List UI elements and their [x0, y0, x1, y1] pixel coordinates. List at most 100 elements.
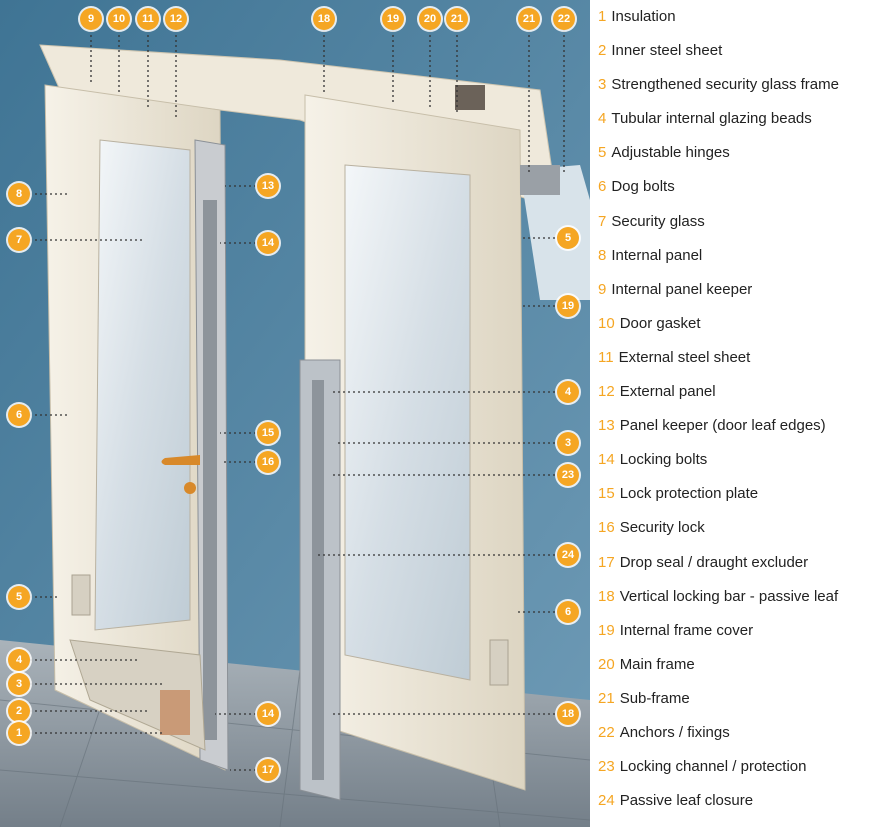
- callout-badge: 12: [165, 8, 187, 30]
- legend-number: 7: [598, 212, 607, 230]
- callout-badge: 19: [382, 8, 404, 30]
- callout-badge: 15: [257, 422, 279, 444]
- callout-badge: 18: [313, 8, 335, 30]
- legend-label: Sub-frame: [619, 689, 690, 707]
- legend-number: 1: [598, 8, 607, 25]
- legend-label: External panel: [619, 383, 716, 401]
- callout-badge: 9: [80, 8, 102, 30]
- legend-number: 9: [598, 280, 607, 298]
- door-handle: [161, 455, 200, 465]
- callout-badge: 24: [557, 544, 579, 566]
- legend-number: 14: [598, 451, 615, 469]
- legend-label: Anchors / fixings: [619, 723, 730, 741]
- legend-label: Dog bolts: [611, 178, 675, 196]
- legend-label: Locking bolts: [619, 451, 708, 469]
- callout-badge: 7: [8, 229, 30, 251]
- legend-number: 17: [598, 553, 615, 571]
- lock-cylinder: [184, 482, 196, 494]
- callout-badge: 22: [553, 8, 575, 30]
- legend-label: Locking channel / protection: [619, 758, 807, 776]
- anchor-block: [520, 165, 560, 195]
- callout-badge: 5: [557, 227, 579, 249]
- legend-number: 22: [598, 723, 615, 741]
- callout-badge: 2: [8, 700, 30, 722]
- legend-number: 6: [598, 178, 607, 196]
- callout-badge: 18: [557, 703, 579, 725]
- legend-number: 19: [598, 621, 615, 639]
- legend-label: Lock protection plate: [619, 485, 759, 503]
- callout-badge: 23: [557, 464, 579, 486]
- legend-number: 18: [598, 587, 615, 605]
- callout-badge: 11: [137, 8, 159, 30]
- callout-badge: 6: [8, 404, 30, 426]
- insulation-block: [160, 690, 190, 735]
- legend-label: Internal panel keeper: [611, 280, 753, 298]
- legend-number: 15: [598, 485, 615, 503]
- callout-badge: 1: [8, 722, 30, 744]
- hinge-right: [489, 639, 509, 686]
- callout-badge: 5: [8, 586, 30, 608]
- legend-number: 20: [598, 655, 615, 673]
- legend-number: 8: [598, 246, 607, 264]
- legend-label: Vertical locking bar - passive leaf: [619, 587, 839, 605]
- legend-label: Strengthened security glass frame: [611, 76, 839, 94]
- callout-badge: 21: [446, 8, 468, 30]
- door-diagram-svg: [0, 0, 590, 827]
- callout-badge: 6: [557, 601, 579, 623]
- legend-number: 23: [598, 758, 615, 776]
- legend-number: 13: [598, 417, 615, 435]
- callout-badge: 20: [419, 8, 441, 30]
- legend-label: Drop seal / draught excluder: [619, 553, 809, 571]
- callout-badge: 14: [257, 703, 279, 725]
- callout-badge: 19: [557, 295, 579, 317]
- callout-badge: 21: [518, 8, 540, 30]
- callout-badge: 8: [8, 183, 30, 205]
- legend-number: 12: [598, 383, 615, 401]
- legend-label: Inner steel sheet: [611, 42, 723, 60]
- legend-label: Adjustable hinges: [611, 144, 730, 162]
- legend-label: Tubular internal glazing beads: [611, 110, 812, 128]
- legend-label: Door gasket: [619, 314, 701, 332]
- passive-locking-bar: [312, 380, 324, 780]
- legend-label: External steel sheet: [618, 348, 751, 366]
- legend-number: 21: [598, 689, 615, 707]
- callout-badge: 16: [257, 451, 279, 473]
- lock-bar: [203, 200, 217, 740]
- callout-badge: 3: [557, 432, 579, 454]
- callout-badge: 10: [108, 8, 130, 30]
- legend-number: 3: [598, 76, 607, 94]
- legend-number: 16: [598, 519, 615, 537]
- legend-number: 4: [598, 110, 607, 128]
- legend-number: 11: [598, 348, 614, 366]
- legend-label: Panel keeper (door leaf edges): [619, 417, 826, 435]
- leader-lines: [30, 30, 565, 771]
- callout-badge: 4: [8, 649, 30, 671]
- callout-badge: 17: [257, 759, 279, 781]
- legend-label: Insulation: [611, 8, 676, 25]
- callout-badge: 3: [8, 673, 30, 695]
- right-leaf-glass: [344, 164, 471, 681]
- wall-return: [520, 165, 590, 300]
- left-leaf-glass: [94, 139, 191, 631]
- legend-label: Passive leaf closure: [619, 792, 754, 810]
- callout-badge: 4: [557, 381, 579, 403]
- legend-number: 5: [598, 144, 607, 162]
